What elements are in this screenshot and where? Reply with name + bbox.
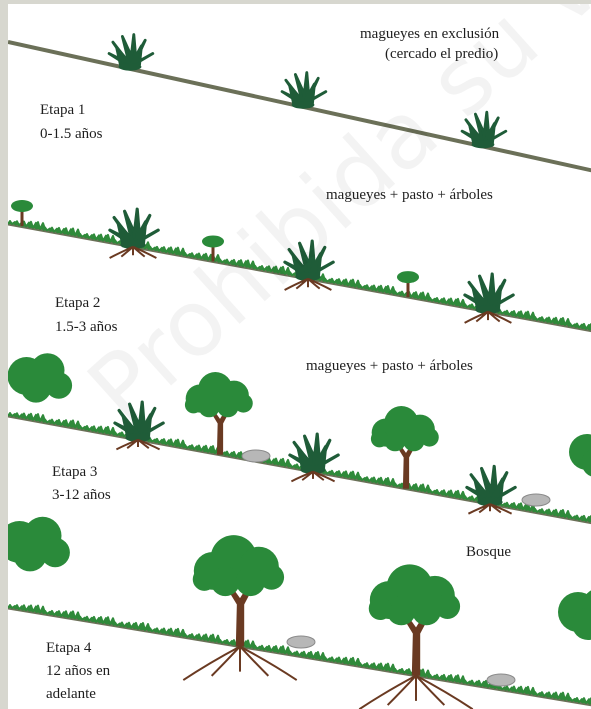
stage4-rock-1	[287, 636, 315, 648]
stage1-description-line1: magueyes en exclusión	[360, 24, 499, 44]
stage4-tree-edge-left	[8, 517, 70, 572]
stage4-rock-2	[487, 674, 515, 686]
stage2-title: Etapa 2	[55, 293, 100, 314]
stage3-period: 3-12 años	[52, 485, 111, 506]
stage2-description: magueyes + pasto + árboles	[326, 185, 493, 205]
succession-illustration	[8, 4, 591, 709]
stage3-rock-1	[242, 450, 270, 462]
stage4-tree-1	[193, 535, 284, 646]
stage1-description-line2: (cercado el predio)	[385, 44, 498, 64]
stage3-tree-1	[185, 372, 253, 455]
stage3-rock-2	[522, 494, 550, 506]
stage3-tree-2	[371, 406, 439, 489]
stage4-tree-2	[369, 564, 460, 675]
stage4-title: Etapa 4	[46, 638, 91, 659]
stage1-title: Etapa 1	[40, 100, 85, 121]
stage3-title: Etapa 3	[52, 462, 97, 483]
stage4-description: Bosque	[466, 542, 511, 562]
stage2-period: 1.5-3 años	[55, 317, 118, 338]
stage1-period: 0-1.5 años	[40, 124, 103, 145]
stage3-tree-edge-left	[8, 353, 72, 402]
stage3-tree-edge-right	[569, 430, 591, 477]
stage4-period-line1: 12 años en	[46, 661, 110, 682]
stage4-tree-edge-right	[558, 588, 591, 640]
stage3-description: magueyes + pasto + árboles	[306, 356, 473, 376]
stage4-period-line2: adelante	[46, 684, 96, 705]
